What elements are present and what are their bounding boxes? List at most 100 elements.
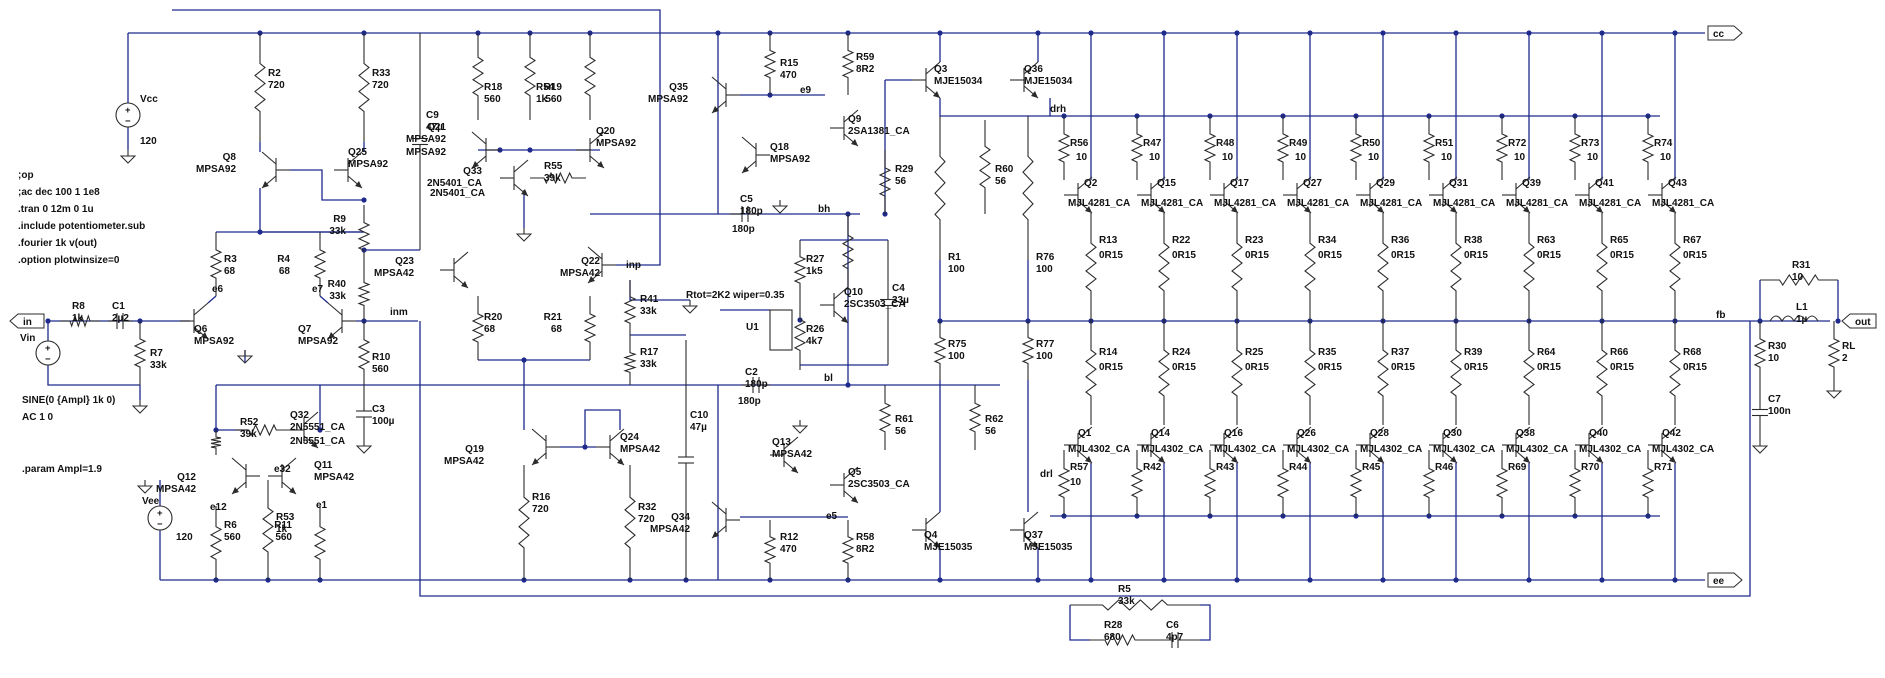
ground-icon bbox=[791, 425, 809, 434]
resistor-r59 bbox=[841, 33, 855, 95]
value-r77: 100 bbox=[1036, 351, 1053, 362]
ref-r56: R56 bbox=[1070, 138, 1089, 149]
transistor-q18 bbox=[741, 136, 757, 150]
ref-r2: R2 bbox=[268, 68, 281, 79]
vee-value: 120 bbox=[176, 532, 193, 543]
value-q7: MPSA92 bbox=[298, 336, 338, 347]
net-e1: e1 bbox=[316, 500, 328, 511]
transistor-q37-arrow bbox=[1031, 541, 1038, 548]
ref-r54: R54 bbox=[536, 82, 555, 93]
ref-r9: R9 bbox=[333, 214, 346, 225]
ref-q3: Q3 bbox=[934, 64, 948, 75]
value-r38: 0R15 bbox=[1464, 250, 1488, 261]
ground-icon bbox=[771, 205, 789, 214]
vcc-source bbox=[115, 102, 141, 128]
value-q17: MJL4281_CA bbox=[1214, 198, 1276, 209]
ref-q15: Q15 bbox=[1157, 178, 1176, 189]
transistor-q27 bbox=[1296, 176, 1312, 190]
transistor-q17-arrow bbox=[1231, 206, 1238, 213]
ref-r8: R8 bbox=[72, 301, 85, 312]
ref-q23: Q23 bbox=[395, 256, 414, 267]
junction bbox=[1307, 577, 1313, 583]
ref-r68: R68 bbox=[1683, 347, 1702, 358]
value-r24: 0R15 bbox=[1172, 362, 1196, 373]
resistor-r41 bbox=[623, 280, 637, 340]
junction bbox=[1234, 577, 1240, 583]
transistor-q15-arrow bbox=[1158, 206, 1165, 213]
ref-q21: Q21 bbox=[427, 122, 446, 133]
ref-r55: R55 bbox=[544, 161, 563, 172]
transistor-q6 bbox=[193, 302, 209, 316]
resistor-r60 bbox=[979, 120, 991, 214]
ref-r10: R10 bbox=[372, 352, 391, 363]
ref-q29: Q29 bbox=[1376, 178, 1395, 189]
inductor-l1 bbox=[1769, 315, 1819, 323]
value-r39: 0R15 bbox=[1464, 362, 1488, 373]
value-r8: 1k bbox=[72, 313, 84, 324]
value-q22: MPSA42 bbox=[560, 268, 600, 279]
value-r6: 560 bbox=[224, 532, 241, 543]
ref-r71: R71 bbox=[1654, 462, 1673, 473]
resistor-r7 bbox=[133, 321, 147, 385]
ref-c1: C1 bbox=[112, 301, 125, 312]
ref-q35: Q35 bbox=[669, 82, 688, 93]
value-r48: 10 bbox=[1222, 152, 1234, 163]
value-r10: 560 bbox=[372, 364, 389, 375]
ref-q31: Q31 bbox=[1449, 178, 1468, 189]
value-r3: 68 bbox=[224, 266, 236, 277]
resistor-r71 bbox=[1641, 450, 1655, 516]
ref-q26: Q26 bbox=[1297, 428, 1316, 439]
resistor-r70 bbox=[1568, 450, 1582, 516]
wire bbox=[419, 321, 1070, 597]
ref-c6: C6 bbox=[1166, 620, 1179, 631]
junction bbox=[1088, 577, 1094, 583]
ref-r45: R45 bbox=[1362, 462, 1381, 473]
wire bbox=[616, 225, 661, 266]
transistor-q24-arrow bbox=[617, 458, 624, 465]
ref-r51: R51 bbox=[1435, 138, 1454, 149]
ref-r40: R40 bbox=[328, 279, 347, 290]
ref-r57: R57 bbox=[1070, 462, 1089, 473]
value-r34: 0R15 bbox=[1318, 250, 1342, 261]
ref-c5: C5 bbox=[740, 194, 753, 205]
ref-r28: R28 bbox=[1104, 620, 1123, 631]
resistor-r15 bbox=[763, 33, 777, 95]
potentiometer-u1 bbox=[769, 309, 793, 351]
junction bbox=[527, 147, 533, 153]
ref-r64: R64 bbox=[1537, 347, 1556, 358]
ref-r39: R39 bbox=[1464, 347, 1483, 358]
resistor-r4 bbox=[313, 232, 327, 296]
value-r37: 0R15 bbox=[1391, 362, 1415, 373]
ref-r18: R18 bbox=[484, 82, 503, 93]
junction bbox=[1599, 577, 1605, 583]
value-r59: 8R2 bbox=[856, 64, 875, 75]
value-q8: MPSA92 bbox=[196, 164, 236, 175]
transistor-q7 bbox=[327, 302, 343, 316]
ref-r49: R49 bbox=[1289, 138, 1308, 149]
ref-c9: C9 bbox=[426, 110, 439, 121]
ref-r48: R48 bbox=[1216, 138, 1235, 149]
wire bbox=[47, 365, 140, 386]
ref-r32: R32 bbox=[638, 502, 657, 513]
transistor-q31 bbox=[1442, 176, 1458, 190]
net-e7: e7 bbox=[312, 284, 324, 295]
resistor-r75 bbox=[933, 321, 947, 380]
junction bbox=[317, 427, 323, 433]
ref-r20: R20 bbox=[484, 312, 503, 323]
value-r58: 8R2 bbox=[856, 544, 875, 555]
ref-q37: Q37 bbox=[1024, 530, 1043, 541]
ref-r21: R21 bbox=[544, 312, 563, 323]
value-q1: MJL4302_CA bbox=[1068, 444, 1130, 455]
value-q29: MJL4281_CA bbox=[1360, 198, 1422, 209]
transistor-q43-arrow bbox=[1669, 206, 1676, 213]
ref-q40: Q40 bbox=[1589, 428, 1608, 439]
value-r75: 100 bbox=[948, 351, 965, 362]
transistor-q35 bbox=[711, 76, 727, 90]
wire bbox=[939, 98, 1051, 117]
value-c7: 100n bbox=[1768, 406, 1791, 417]
value-r64: 0R15 bbox=[1537, 362, 1561, 373]
resistor-r34 bbox=[1304, 213, 1316, 321]
resistor-r57 bbox=[1057, 450, 1071, 516]
transistor-q27-arrow bbox=[1304, 206, 1311, 213]
value-r67: 0R15 bbox=[1683, 250, 1707, 261]
